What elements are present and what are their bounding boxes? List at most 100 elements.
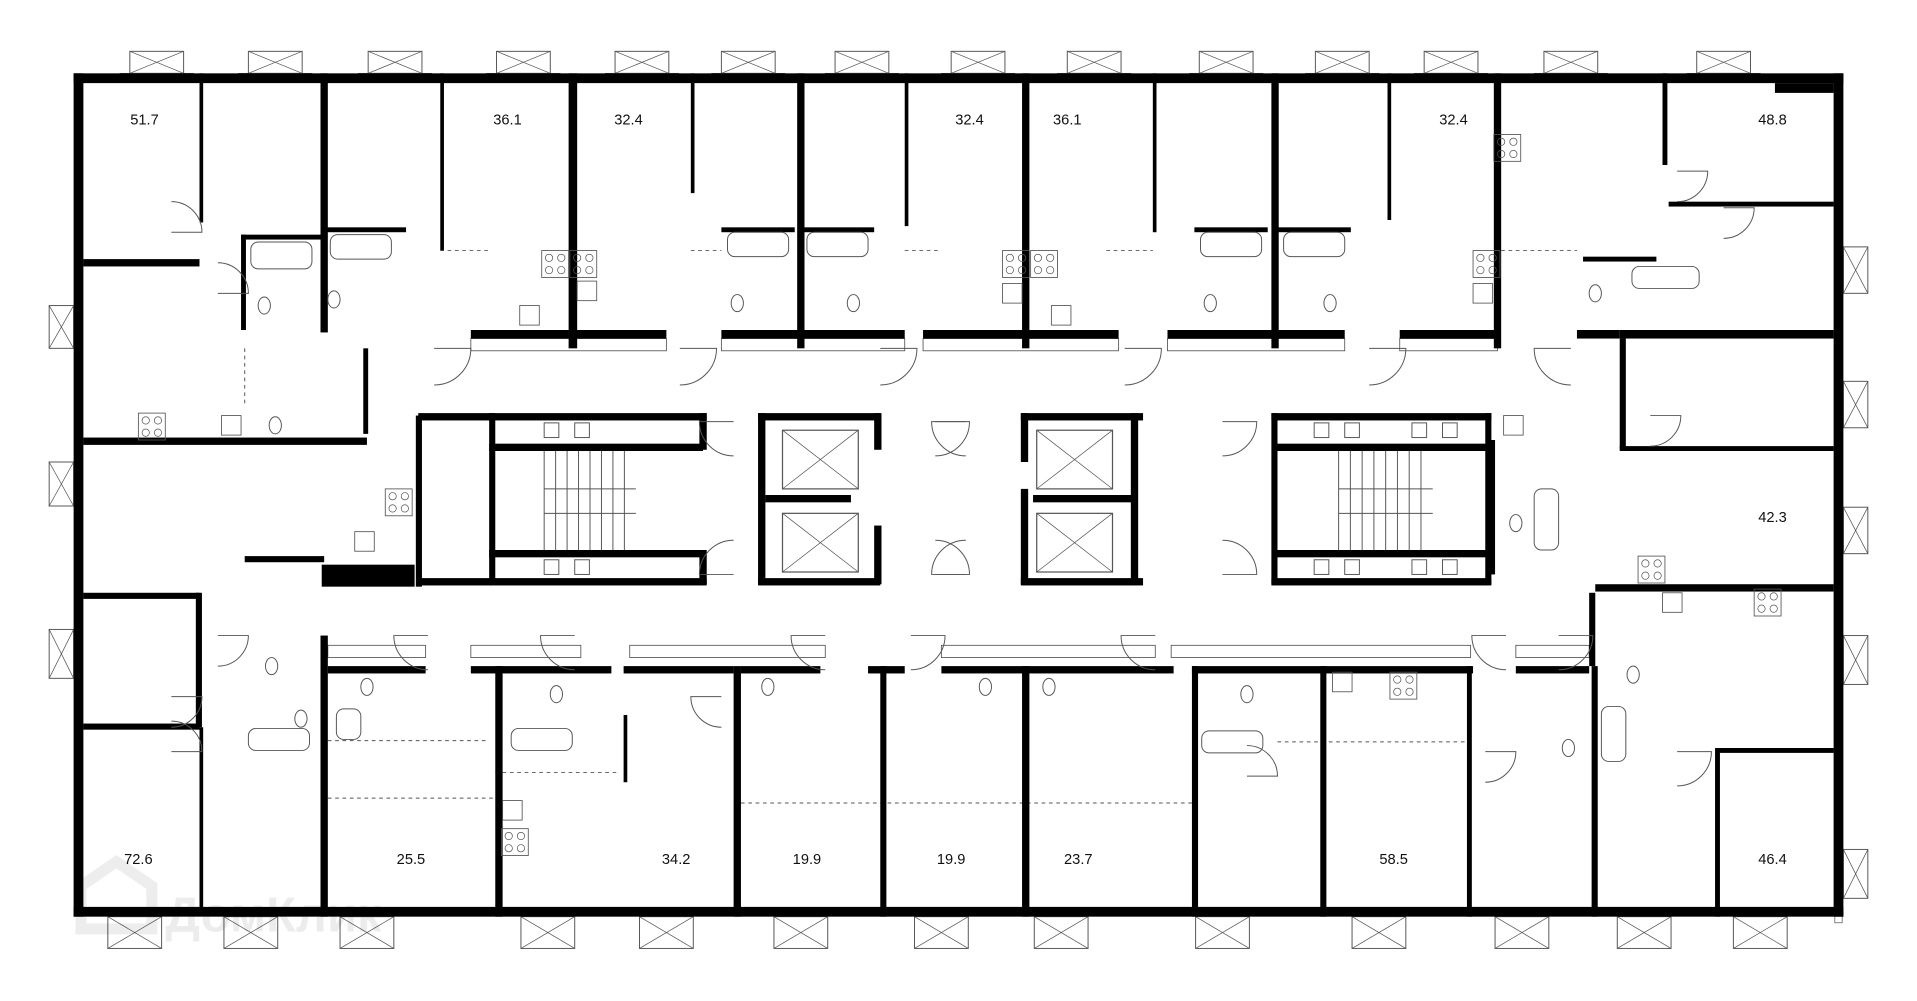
balcony-cross: [48, 629, 74, 679]
burner: [504, 844, 513, 853]
service-niche: [1170, 644, 1472, 658]
kitchen-sink: [519, 305, 540, 326]
burner: [1653, 559, 1662, 568]
balcony-cross: [1315, 50, 1370, 74]
partition: [241, 234, 246, 330]
burner: [400, 504, 409, 513]
burner: [388, 504, 397, 513]
utility-box: [1442, 559, 1458, 575]
wall: [1271, 73, 1279, 349]
door-swing: [1558, 635, 1594, 671]
core-wall: [758, 413, 881, 421]
door-swing: [1246, 745, 1278, 777]
toilet: [761, 677, 775, 696]
wall: [1399, 330, 1498, 339]
burner: [1393, 687, 1402, 696]
stove-icon: [569, 250, 598, 278]
burner: [1005, 266, 1014, 275]
stove-frame: [1753, 588, 1782, 617]
apartment-area-label[interactable]: 48.8: [1758, 113, 1787, 129]
apartment-area-label[interactable]: 25.5: [397, 852, 426, 868]
toilet: [730, 294, 744, 313]
apartment-area-label[interactable]: 36.1: [493, 113, 522, 129]
burner: [1393, 675, 1402, 684]
apartment-area-label[interactable]: 19.9: [793, 852, 822, 868]
utility-box: [1313, 422, 1330, 439]
stove-icon: [1002, 250, 1030, 278]
wall: [1022, 666, 1030, 917]
apartment-area-label[interactable]: 72.6: [124, 852, 153, 868]
wall: [195, 592, 202, 728]
bathtub: [727, 231, 790, 258]
door-swing: [931, 539, 966, 575]
walls: [73, 73, 1844, 917]
apartment-area-label[interactable]: 32.4: [1439, 113, 1468, 129]
burner: [1018, 253, 1027, 262]
burner: [1033, 266, 1042, 275]
core-wall: [699, 413, 707, 450]
stove-frame: [1637, 555, 1666, 584]
wall: [1191, 666, 1199, 917]
apartment-area-label[interactable]: 32.4: [955, 113, 984, 129]
balcony-cross: [1696, 50, 1751, 74]
apartment-area-label[interactable]: 34.2: [662, 852, 691, 868]
toilet: [327, 290, 341, 309]
partition: [721, 227, 795, 233]
door-swing: [1222, 539, 1258, 575]
apartment-area-label[interactable]: 36.1: [1053, 113, 1082, 129]
wall: [1589, 592, 1596, 667]
burner: [141, 428, 150, 437]
bathtub: [1283, 231, 1346, 258]
apartment-area-label[interactable]: 46.4: [1758, 852, 1787, 868]
stove-icon: [1030, 250, 1058, 278]
burner: [1641, 559, 1650, 568]
service-niche: [1515, 644, 1590, 658]
apartment-area-label[interactable]: 42.3: [1758, 510, 1787, 526]
service-niche: [922, 338, 1120, 352]
bathtub: [1201, 730, 1264, 754]
door-swing: [931, 421, 966, 457]
balcony-cross: [1199, 50, 1254, 74]
apartment-area-label[interactable]: 23.7: [1064, 852, 1093, 868]
elevator-cross: [782, 513, 859, 573]
balcony-cross: [951, 50, 1006, 74]
toilet: [1203, 294, 1217, 313]
partition: [415, 415, 422, 587]
partition: [440, 73, 444, 251]
wall: [495, 666, 503, 917]
stove-frame: [1030, 250, 1058, 278]
core-wall: [489, 578, 707, 586]
balcony-cross: [639, 916, 694, 949]
door-swing: [1369, 347, 1407, 386]
toilet: [1561, 738, 1575, 758]
doors: [171, 170, 1755, 787]
apartment-area-label[interactable]: 32.4: [614, 113, 643, 129]
wall: [1466, 666, 1472, 917]
balcony-cross: [520, 916, 575, 949]
stove-icon: [1637, 555, 1666, 584]
burner: [388, 492, 397, 501]
wall: [83, 437, 367, 445]
balcony-cross: [129, 50, 184, 74]
burner: [585, 266, 594, 275]
apartment-area-label[interactable]: 19.9: [937, 852, 966, 868]
burner: [1653, 571, 1662, 580]
stove-frame: [1493, 134, 1522, 162]
elevator-shaft: [781, 429, 859, 490]
partition: [1152, 73, 1157, 233]
apartment-area-label[interactable]: 51.7: [130, 113, 159, 129]
apartment-area-label[interactable]: 58.5: [1379, 852, 1408, 868]
wall: [327, 666, 426, 674]
burner: [516, 831, 525, 841]
core-wall: [1020, 413, 1144, 421]
wall: [1619, 330, 1834, 339]
toilet: [549, 685, 563, 704]
balcony-cross: [107, 916, 162, 949]
kitchen-sink: [1662, 592, 1683, 613]
toilet: [1042, 677, 1056, 696]
door-swing: [171, 720, 203, 753]
partition: [1387, 73, 1392, 220]
utility-box: [574, 422, 590, 439]
balcony-cross: [1351, 916, 1407, 949]
